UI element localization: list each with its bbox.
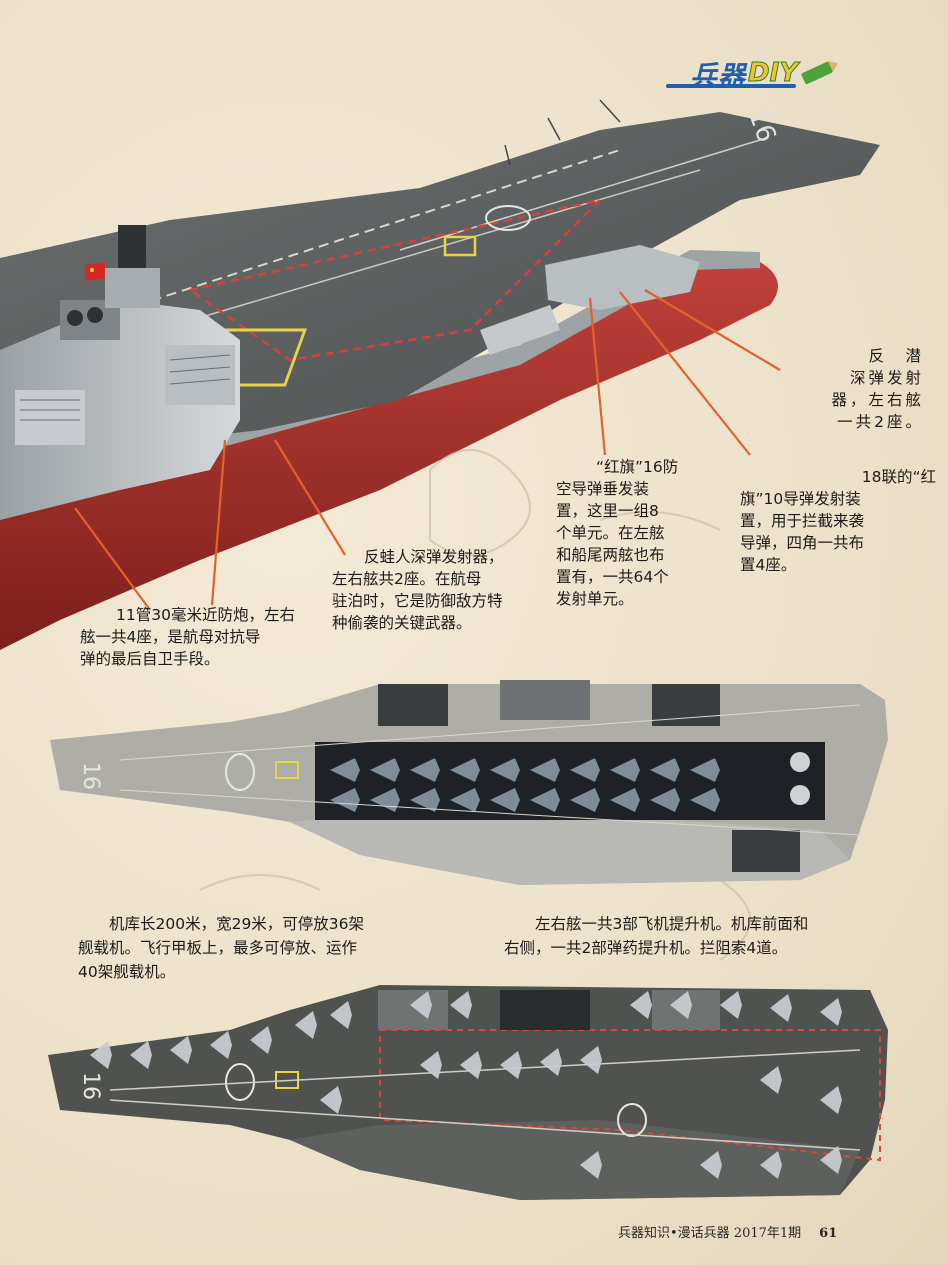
page-number: 61: [819, 1226, 838, 1241]
hangar-caption: 机库长200米，宽29米，可停放36架 舰载机。飞行甲板上，最多可停放、运作 4…: [78, 915, 365, 981]
hull: [0, 262, 778, 650]
ciws-caption: 11管30毫米近防炮，左右 舷一共4座，是航母对抗导 弹的最后自卫手段。: [80, 606, 295, 668]
page-footer: 兵器知识•漫话兵器 2017年1期 61: [618, 1222, 837, 1241]
hq16-launcher-caption: “红旗”16防 空导弹垂发装 置，这里一组8 个单元。在左舷 和船尾两舷也布 置…: [556, 458, 679, 608]
magazine-logo: 兵器 DIY: [666, 56, 834, 92]
hangar-plan-view: 16: [50, 680, 888, 885]
footer-journal-title: 兵器知识•漫话兵器 2017年1期: [618, 1226, 802, 1241]
deck-plan-hull-number: 16: [78, 1072, 103, 1100]
frogman-launcher-caption: 反蛙人深弹发射器， 左右舷共2座。在航母 驻泊时，它是防御敌方特 种偷袭的关键武…: [332, 548, 504, 632]
leader-lines: [74, 289, 781, 611]
hq10-launcher-caption-body: 旗”10导弹发射装 置，用于拦截来袭 导弹，四角一共布 置4座。: [740, 490, 865, 574]
hangar-hull-number: 16: [78, 762, 103, 790]
elevators-caption: 左右舷一共3部飞机提升机。机库前面和 右侧，一共2部弹药提升机。拦阻索4道。: [504, 915, 809, 957]
flight-deck-plan-view: 16: [48, 985, 888, 1200]
logo-swoosh: [666, 84, 796, 88]
antisub-launcher-caption: 反 潜 深弹发射 器，左右舷 一共2座。: [831, 347, 924, 431]
island-superstructure: [0, 225, 240, 520]
logo-diy-text: DIY: [747, 58, 799, 89]
hq10-launcher-caption: 18联的“红: [861, 468, 936, 486]
carrier-3d-view: 16: [0, 99, 880, 650]
